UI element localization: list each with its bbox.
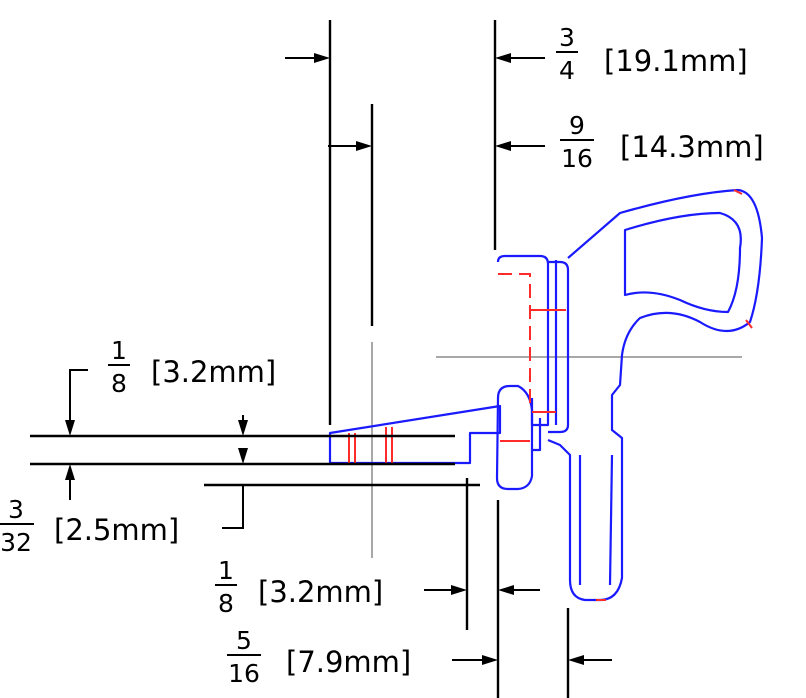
dim-bottom-offset-den: 8 bbox=[218, 589, 234, 618]
arrow-top-offset-right-down bbox=[238, 420, 248, 436]
hidden-features bbox=[348, 189, 753, 601]
back-plate-rim bbox=[548, 260, 570, 434]
dim-top-offset-den: 8 bbox=[111, 369, 127, 398]
dim-label-stem-width: 5 16 [7.9mm] bbox=[227, 626, 411, 688]
extension-lines bbox=[30, 20, 570, 698]
dim-overall-num: 3 bbox=[559, 23, 575, 52]
leader-thickness-right bbox=[222, 485, 244, 529]
dim-stem-metric: [7.9mm] bbox=[286, 645, 411, 679]
stem-inner-right bbox=[608, 454, 614, 586]
handle-grip-contour bbox=[623, 211, 742, 314]
dim-inner-metric: [14.3mm] bbox=[620, 130, 764, 164]
arrow-stem-right bbox=[568, 655, 584, 665]
lever-arm bbox=[328, 404, 502, 465]
centerlines bbox=[371, 342, 742, 558]
arrow-bottom-offset-right bbox=[498, 585, 514, 595]
leader-top-offset bbox=[69, 369, 88, 420]
dim-top-offset-num: 1 bbox=[111, 336, 127, 365]
arrow-thickness-down bbox=[238, 448, 248, 464]
dim-label-overall-width: 3 4 [19.1mm] bbox=[556, 23, 748, 85]
arrow-stem-left bbox=[482, 655, 498, 665]
arrow-overall-left bbox=[314, 53, 330, 63]
dim-thickness-metric: [2.5mm] bbox=[54, 513, 179, 547]
hub-disc bbox=[495, 384, 534, 491]
dim-label-bottom-offset: 1 8 [3.2mm] bbox=[215, 556, 383, 618]
back-plate bbox=[496, 254, 550, 427]
dim-bottom-offset-metric: [3.2mm] bbox=[258, 575, 383, 609]
dim-stem-num: 5 bbox=[236, 626, 252, 655]
dim-overall-metric: [19.1mm] bbox=[604, 44, 748, 78]
red-tip-1 bbox=[733, 189, 743, 195]
arrow-bottom-offset-left bbox=[451, 585, 467, 595]
dim-inner-den: 16 bbox=[561, 144, 593, 173]
dim-label-inner-width: 9 16 [14.3mm] bbox=[560, 111, 764, 173]
red-tip-2 bbox=[745, 319, 753, 329]
arrow-inner-left bbox=[356, 141, 372, 151]
dim-overall-den: 4 bbox=[559, 56, 575, 85]
arrow-overall-right bbox=[495, 53, 511, 63]
hidden-bore bbox=[498, 273, 531, 410]
dim-thickness-den: 32 bbox=[0, 528, 32, 557]
dim-bottom-offset-num: 1 bbox=[218, 556, 234, 585]
part-outline bbox=[328, 188, 764, 602]
dim-stem-den: 16 bbox=[228, 659, 260, 688]
dim-label-plate-thickness: 3 32 [2.5mm] bbox=[0, 495, 179, 557]
dim-thickness-num: 3 bbox=[8, 495, 24, 524]
hub-step bbox=[532, 418, 542, 452]
dim-top-offset-metric: [3.2mm] bbox=[151, 355, 276, 389]
dimension-leaders bbox=[65, 53, 612, 665]
dim-label-top-offset: 1 8 [3.2mm] bbox=[108, 336, 276, 398]
arrow-inner-right bbox=[495, 141, 511, 151]
arrow-thickness-up bbox=[65, 464, 75, 480]
dim-inner-num: 9 bbox=[569, 111, 585, 140]
arrow-top-offset-down bbox=[65, 420, 75, 436]
